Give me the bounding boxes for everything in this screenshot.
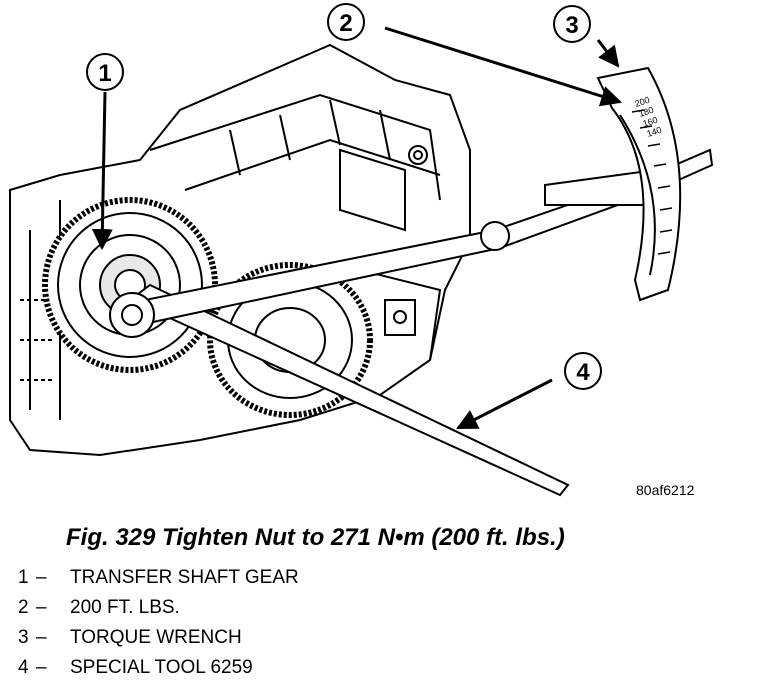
legend-number: 1 <box>18 567 29 588</box>
callout-3: 3 <box>553 5 620 68</box>
transfer-shaft-gear <box>42 197 218 373</box>
callout-2-number: 2 <box>339 10 352 37</box>
callout-1-number: 1 <box>98 60 111 87</box>
legend-item: 3– TORQUE WRENCH <box>18 623 299 653</box>
dial-label-1: 200 <box>634 95 651 109</box>
legend-dash: – <box>36 597 47 618</box>
callout-4-number: 4 <box>576 359 590 386</box>
callout-2: 2 <box>327 3 623 107</box>
legend-dash: – <box>36 627 47 648</box>
legend-number: 2 <box>18 597 29 618</box>
legend-label: TRANSFER SHAFT GEAR <box>70 567 299 588</box>
callout-3-number: 3 <box>565 12 578 39</box>
legend-number: 4 <box>18 657 29 678</box>
callout-4: 4 <box>456 352 602 430</box>
torque-wrench <box>109 66 714 338</box>
special-tool-6259 <box>128 283 570 497</box>
legend-item: 2– 200 FT. LBS. <box>18 593 299 623</box>
dial-label-3: 160 <box>642 115 659 129</box>
dial-label-2: 180 <box>638 105 655 119</box>
legend-list: 1–TRANSFER SHAFT GEAR 2–200 FT. LBS. 3–T… <box>18 563 299 683</box>
legend-dash: – <box>36 567 47 588</box>
legend-item: 1– TRANSFER SHAFT GEAR <box>18 563 299 593</box>
legend-label: TORQUE WRENCH <box>70 627 242 648</box>
legend-label: 200 FT. LBS. <box>70 597 180 618</box>
dial-label-4: 140 <box>646 125 663 139</box>
legend-label: SPECIAL TOOL 6259 <box>70 657 253 678</box>
legend-number: 3 <box>18 627 29 648</box>
transfer-gear-torque-illustration: 200 180 160 140 1 2 3 4 80af6212 <box>9 3 714 498</box>
legend-item: 4– SPECIAL TOOL 6259 <box>18 653 299 683</box>
image-code: 80af6212 <box>636 482 695 498</box>
figure-caption: Fig. 329 Tighten Nut to 271 N•m (200 ft.… <box>66 524 565 551</box>
callout-1: 1 <box>86 53 124 251</box>
legend-dash: – <box>36 657 47 678</box>
